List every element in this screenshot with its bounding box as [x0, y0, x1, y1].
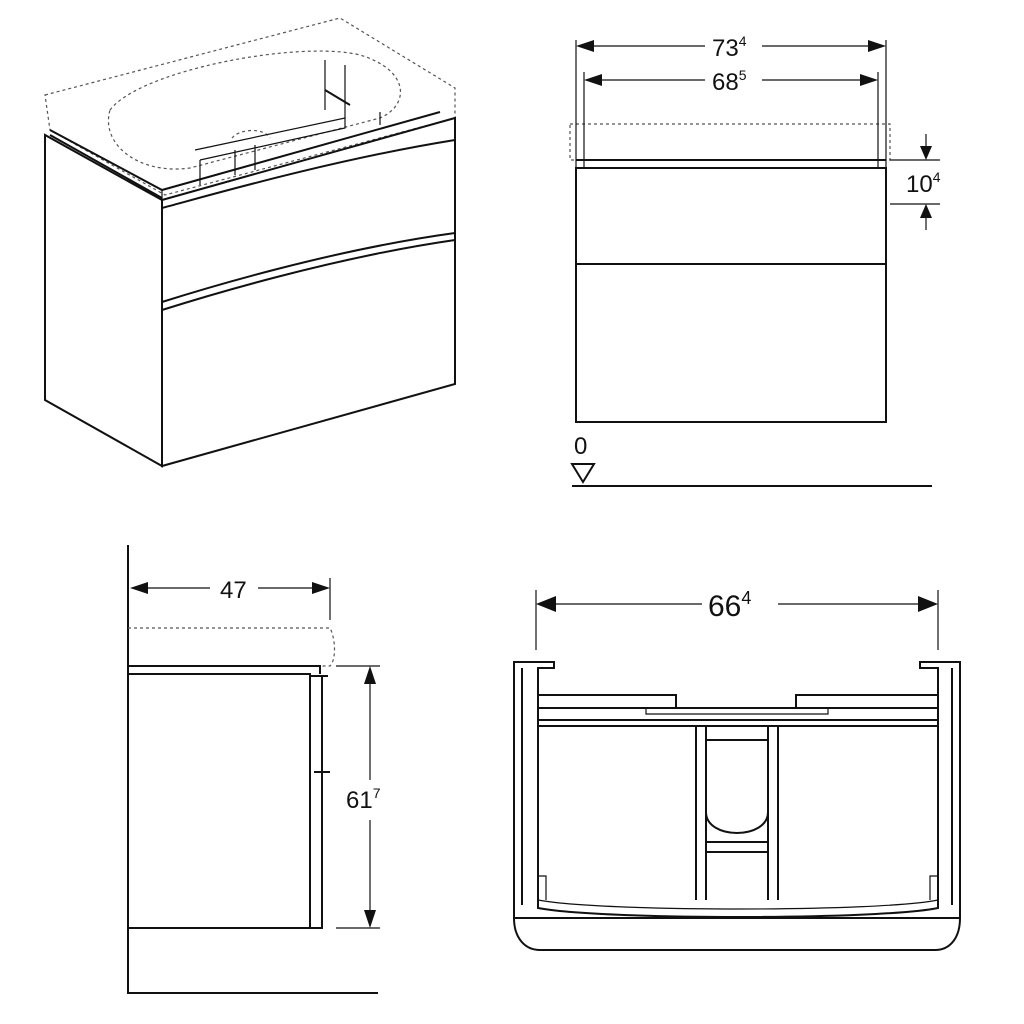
floor-reference-label: 0	[574, 433, 587, 460]
dim-inner-width: 685	[712, 67, 747, 96]
top-view: 664	[513, 588, 961, 951]
dim-basin-height: 104	[906, 169, 941, 198]
front-view: 734 685 104 0	[569, 33, 941, 487]
isometric-view	[44, 17, 456, 468]
side-view: 47 617	[127, 545, 381, 994]
floor-reference-triangle	[570, 463, 596, 484]
top-view-carcass	[513, 661, 961, 951]
dim-carcass-width: 664	[708, 588, 751, 623]
dim-cabinet-height: 617	[346, 785, 381, 814]
front-upper-drawer	[575, 167, 887, 265]
cabinet-front	[161, 116, 456, 468]
dim-overall-width: 734	[712, 33, 747, 62]
cabinet-side-panel	[44, 133, 163, 468]
side-cabinet-body	[127, 673, 311, 929]
front-lower-drawer	[575, 263, 887, 423]
dim-depth: 47	[220, 577, 247, 604]
